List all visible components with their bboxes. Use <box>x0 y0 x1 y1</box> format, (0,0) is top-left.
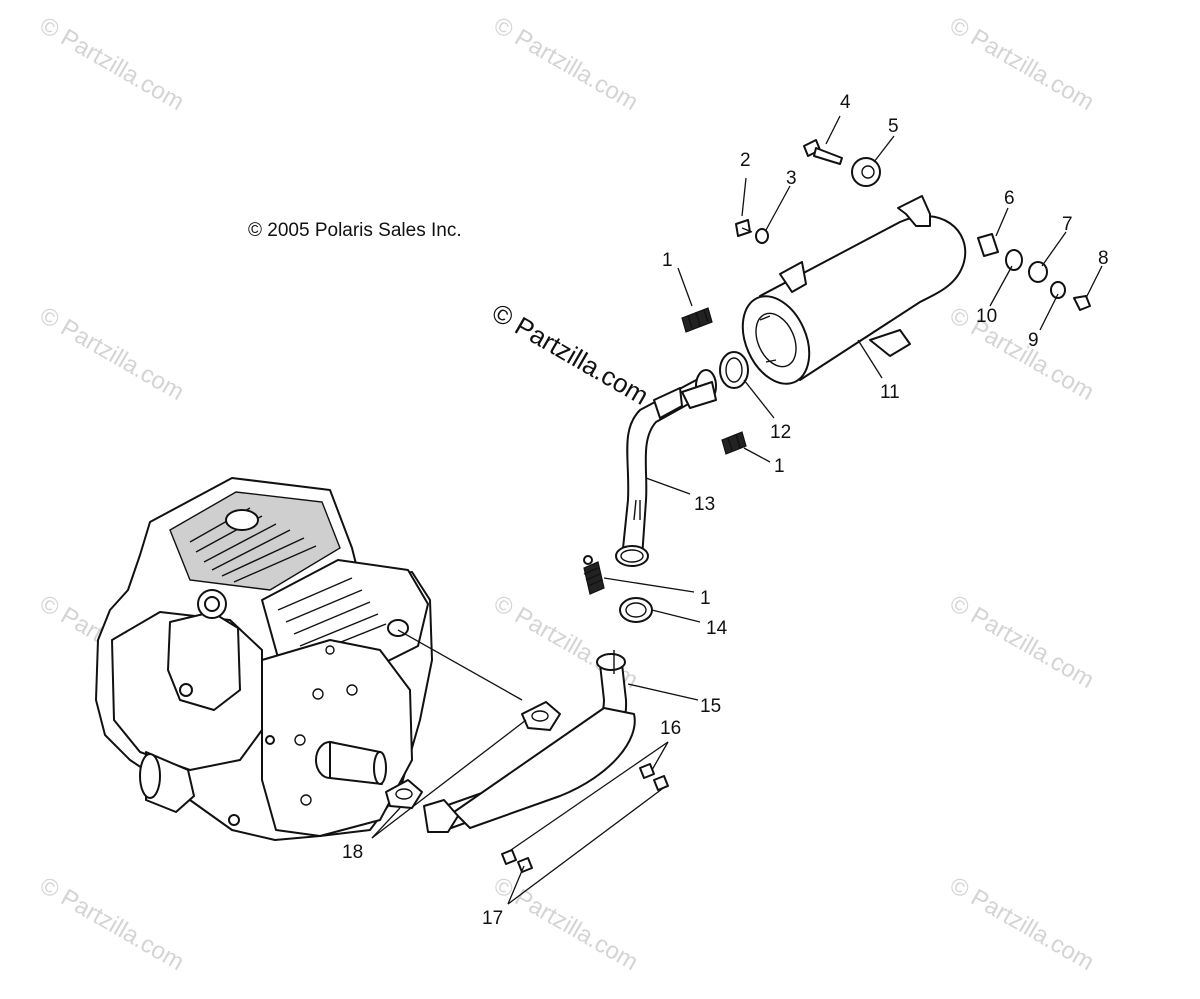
part-2-bolt <box>735 219 753 237</box>
callout-7: 7 <box>1062 214 1073 235</box>
part-7-washer <box>1028 261 1048 283</box>
callout-2: 2 <box>740 150 751 171</box>
watermark-tile: © Partzilla.com <box>945 12 1099 116</box>
copyright-notice: © 2005 Polaris Sales Inc. <box>248 220 462 241</box>
part-18-exhaust-gaskets <box>385 701 561 809</box>
callout-9: 9 <box>1028 330 1039 351</box>
part-5-bushing <box>851 157 881 187</box>
callout-17: 17 <box>482 908 503 929</box>
part-16-17-nuts <box>501 763 669 873</box>
part-3-washer <box>755 228 769 244</box>
center-watermark: © Partzilla.com <box>487 297 654 411</box>
part-12-gasket <box>719 351 749 389</box>
callout-4: 4 <box>840 92 851 113</box>
leader-lines <box>371 115 1103 905</box>
part-6-spacer <box>977 233 999 257</box>
part-15-header-pipe <box>423 650 636 833</box>
part-4-bolt <box>803 139 843 165</box>
watermark-tile: © Partzilla.com <box>945 590 1099 694</box>
callout-1-lower: 1 <box>700 588 711 609</box>
watermark-tile: © Partzilla.com <box>489 872 643 976</box>
watermark-tile: © Partzilla.com <box>35 872 189 976</box>
watermark-tile: © Partzilla.com <box>945 302 1099 406</box>
callout-1-middle: 1 <box>774 456 785 477</box>
watermark-tile: © Partzilla.com <box>35 302 189 406</box>
callout-labels: 1 1 1 2 3 4 5 6 7 8 9 10 11 12 13 14 15 … <box>342 92 1109 929</box>
part-14-gasket <box>619 597 653 623</box>
callout-16: 16 <box>660 718 681 739</box>
part-1-spring-middle <box>721 431 747 455</box>
callout-6: 6 <box>1004 188 1015 209</box>
callout-13: 13 <box>694 494 715 515</box>
callout-15: 15 <box>700 696 721 717</box>
callout-1-upper: 1 <box>662 250 673 271</box>
callout-10: 10 <box>976 306 997 327</box>
part-10-o-ring <box>1005 249 1023 271</box>
watermark-tiles: © Partzilla.com © Partzilla.com © Partzi… <box>35 12 1099 976</box>
callout-14: 14 <box>706 618 728 639</box>
part-1-spring <box>583 555 605 595</box>
watermark-tile: © Partzilla.com <box>489 12 643 116</box>
callout-8: 8 <box>1098 248 1109 269</box>
part-8-nut <box>1073 295 1091 311</box>
part-13-exhaust-pipe <box>615 369 717 567</box>
callout-3: 3 <box>786 168 797 189</box>
part-1-spring-upper <box>681 307 713 333</box>
watermark-tile: © Partzilla.com <box>35 12 189 116</box>
callout-5: 5 <box>888 116 899 137</box>
part-9-washer <box>1050 281 1066 299</box>
callout-12: 12 <box>770 422 791 443</box>
watermark-tile: © Partzilla.com <box>945 872 1099 976</box>
engine-assembly <box>95 477 433 841</box>
callout-11: 11 <box>880 382 900 403</box>
part-11-muffler <box>741 195 967 385</box>
callout-18: 18 <box>342 842 363 863</box>
